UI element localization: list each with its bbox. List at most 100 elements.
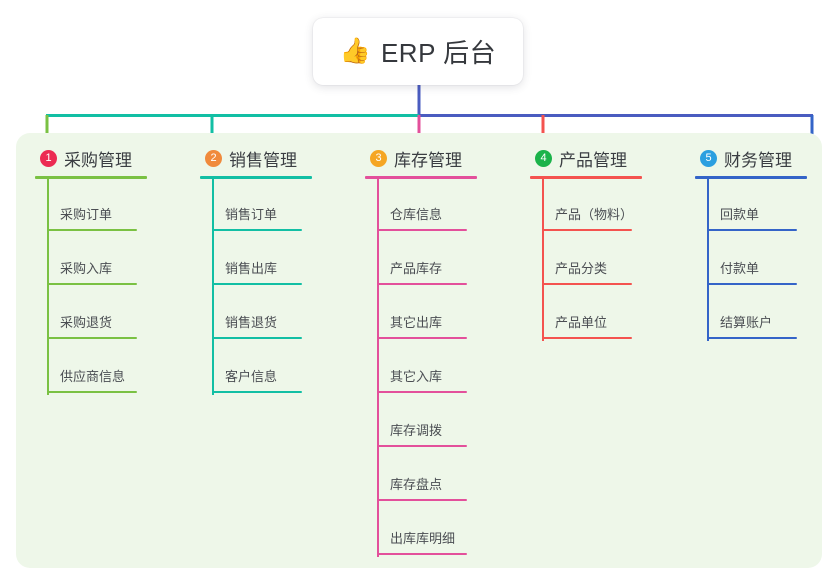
leaf-rule [212, 391, 302, 393]
branch-header-3[interactable]: 3 库存管理 [365, 145, 477, 171]
leaf-rule [707, 337, 797, 339]
branch-header-1[interactable]: 1 采购管理 [35, 145, 147, 171]
leaf-rule [377, 229, 467, 231]
leaf-item[interactable]: 采购入库 [35, 233, 147, 287]
branch-badge-1: 1 [40, 149, 57, 167]
leaf-rule [47, 337, 137, 339]
branch-title-2: 销售管理 [229, 150, 297, 170]
leaf-rule [377, 499, 467, 501]
branch-column-3: 3 库存管理仓库信息产品库存其它出库其它入库库存调拨库存盘点出库库明细 [365, 145, 477, 557]
leaf-label: 销售订单 [225, 207, 278, 222]
diagram-panel [16, 133, 822, 568]
leaf-list-2: 销售订单销售出库销售退货客户信息 [200, 179, 312, 395]
branch-spine-1 [47, 179, 49, 395]
leaf-item[interactable]: 销售订单 [200, 179, 312, 233]
leaf-item[interactable]: 客户信息 [200, 341, 312, 395]
branch-column-2: 2 销售管理销售订单销售出库销售退货客户信息 [200, 145, 312, 395]
branch-spine-4 [542, 179, 544, 341]
root-node[interactable]: 👍 ERP 后台 [313, 18, 523, 85]
leaf-item[interactable]: 仓库信息 [365, 179, 477, 233]
leaf-item[interactable]: 供应商信息 [35, 341, 147, 395]
leaf-rule [542, 337, 632, 339]
leaf-rule [542, 283, 632, 285]
branch-title-1: 采购管理 [64, 150, 132, 170]
leaf-item[interactable]: 结算账户 [695, 287, 807, 341]
leaf-label: 供应商信息 [60, 369, 126, 384]
leaf-label: 仓库信息 [390, 207, 443, 222]
branch-header-4[interactable]: 4 产品管理 [530, 145, 642, 171]
leaf-label: 出库库明细 [390, 531, 456, 546]
leaf-label: 结算账户 [720, 315, 773, 330]
leaf-rule [212, 283, 302, 285]
leaf-label: 其它出库 [390, 315, 443, 330]
leaf-item[interactable]: 其它出库 [365, 287, 477, 341]
branch-rule-1 [35, 176, 147, 179]
leaf-rule [377, 553, 467, 555]
branch-rule-4 [530, 176, 642, 179]
leaf-item[interactable]: 库存盘点 [365, 449, 477, 503]
branch-rule-3 [365, 176, 477, 179]
leaf-label: 产品（物料） [555, 207, 634, 222]
leaf-rule [212, 229, 302, 231]
branch-column-4: 4 产品管理产品（物料） 产品分类产品单位 [530, 145, 642, 341]
leaf-item[interactable]: 采购退货 [35, 287, 147, 341]
leaf-label: 销售退货 [225, 315, 278, 330]
leaf-label: 库存调拨 [390, 423, 443, 438]
branch-spine-5 [707, 179, 709, 341]
branch-title-4: 产品管理 [559, 150, 627, 170]
leaf-item[interactable]: 销售退货 [200, 287, 312, 341]
leaf-item[interactable]: 其它入库 [365, 341, 477, 395]
leaf-rule [542, 229, 632, 231]
branch-header-2[interactable]: 2 销售管理 [200, 145, 312, 171]
leaf-label: 采购入库 [60, 261, 113, 276]
branch-column-1: 1 采购管理采购订单采购入库采购退货供应商信息 [35, 145, 147, 395]
leaf-label: 库存盘点 [390, 477, 443, 492]
thumbs-up-icon: 👍 [339, 37, 371, 65]
branch-badge-5: 5 [700, 149, 717, 167]
branch-badge-2: 2 [205, 149, 222, 167]
leaf-rule [377, 445, 467, 447]
branch-rule-5 [695, 176, 807, 179]
leaf-item[interactable]: 产品分类 [530, 233, 642, 287]
leaf-rule [377, 337, 467, 339]
branch-title-3: 库存管理 [394, 150, 462, 170]
branch-badge-4: 4 [535, 149, 552, 167]
leaf-rule [377, 391, 467, 393]
leaf-rule [47, 229, 137, 231]
leaf-list-3: 仓库信息产品库存其它出库其它入库库存调拨库存盘点出库库明细 [365, 179, 477, 557]
leaf-rule [212, 337, 302, 339]
leaf-label: 产品单位 [555, 315, 608, 330]
leaf-label: 产品库存 [390, 261, 443, 276]
leaf-item[interactable]: 出库库明细 [365, 503, 477, 557]
branch-title-5: 财务管理 [724, 150, 792, 170]
leaf-rule [377, 283, 467, 285]
leaf-item[interactable]: 库存调拨 [365, 395, 477, 449]
leaf-item[interactable]: 产品（物料） [530, 179, 642, 233]
leaf-rule [707, 229, 797, 231]
leaf-label: 采购退货 [60, 315, 113, 330]
leaf-list-5: 回款单付款单结算账户 [695, 179, 807, 341]
leaf-item[interactable]: 销售出库 [200, 233, 312, 287]
leaf-label: 采购订单 [60, 207, 113, 222]
leaf-label: 付款单 [720, 261, 760, 276]
branch-badge-3: 3 [370, 149, 387, 167]
leaf-list-1: 采购订单采购入库采购退货供应商信息 [35, 179, 147, 395]
branch-header-5[interactable]: 5 财务管理 [695, 145, 807, 171]
leaf-rule [707, 283, 797, 285]
branch-column-5: 5 财务管理回款单付款单结算账户 [695, 145, 807, 341]
leaf-label: 回款单 [720, 207, 760, 222]
branch-spine-3 [377, 179, 379, 557]
leaf-label: 其它入库 [390, 369, 443, 384]
leaf-item[interactable]: 回款单 [695, 179, 807, 233]
leaf-item[interactable]: 产品库存 [365, 233, 477, 287]
branch-spine-2 [212, 179, 214, 395]
leaf-label: 客户信息 [225, 369, 278, 384]
branch-rule-2 [200, 176, 312, 179]
leaf-item[interactable]: 采购订单 [35, 179, 147, 233]
leaf-item[interactable]: 付款单 [695, 233, 807, 287]
leaf-rule [47, 391, 137, 393]
leaf-item[interactable]: 产品单位 [530, 287, 642, 341]
root-title: ERP 后台 [380, 38, 497, 68]
leaf-list-4: 产品（物料） 产品分类产品单位 [530, 179, 642, 341]
leaf-rule [47, 283, 137, 285]
